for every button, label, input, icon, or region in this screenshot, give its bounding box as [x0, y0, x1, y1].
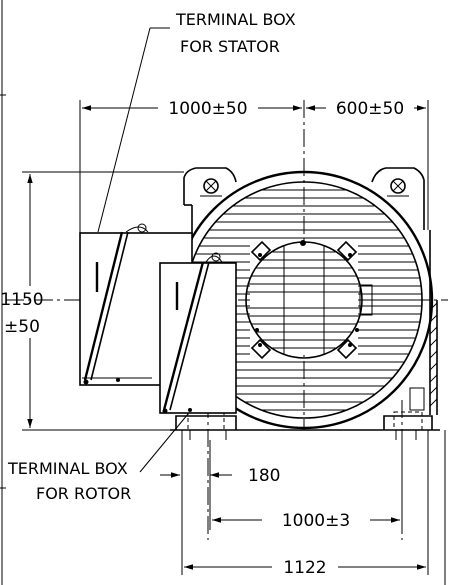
dim-foot-spacing: 1000±3: [282, 511, 350, 531]
stator-box-label-line2: FOR STATOR: [180, 37, 280, 56]
rotor-box-label-line1: TERMINAL BOX: [7, 459, 128, 478]
rotor-box-label-line2: FOR ROTOR: [36, 484, 131, 503]
dim-height-tolerance: ±50: [4, 317, 40, 337]
dim-height-value: 1150: [0, 290, 43, 310]
dim-right-offset: 600±50: [336, 99, 404, 119]
dimension-lines: [22, 100, 429, 575]
dim-overall-width: 1122: [283, 558, 326, 578]
leader-lines: [97, 27, 189, 473]
dim-rotor-box-width: 180: [248, 466, 280, 486]
stator-box-label-line1: TERMINAL BOX: [175, 10, 296, 29]
rotor-terminal-box: [159, 252, 237, 414]
dim-stator-offset: 1000±50: [168, 99, 247, 119]
